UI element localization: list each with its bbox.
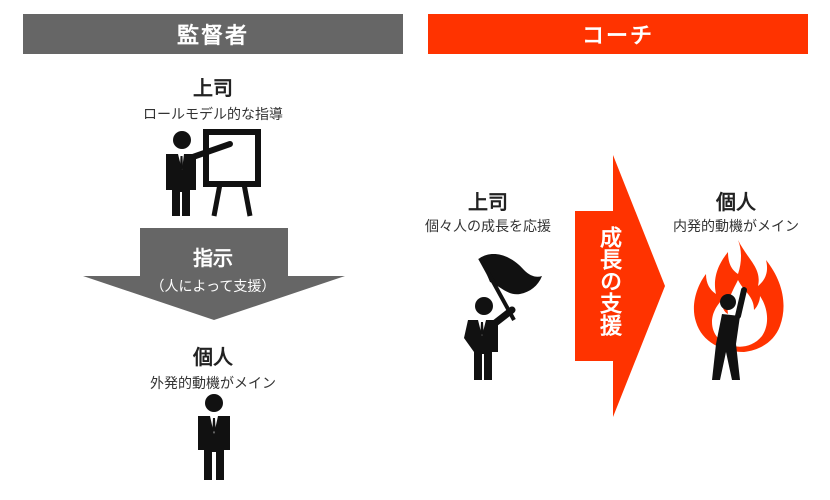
presenter-icon [166,129,261,217]
coach-boss-title: 上司 [468,190,508,214]
fired-up-person-icon [693,240,784,380]
supervisor-header-label: 監督者 [176,24,249,49]
supervisor-boss-title: 上司 [193,76,233,100]
instruction-arrow [83,228,345,320]
flag-bearer-icon [464,254,542,380]
supervisor-header: 監督者 [23,14,403,54]
supervisor-individual-subtitle: 外発的動機がメイン [150,376,276,392]
supervisor-boss-subtitle: ロールモデル的な指導 [143,107,283,123]
instruction-arrow-subtitle: （人によって支援） [150,279,276,295]
coach-header-label: コーチ [581,24,654,49]
growth-support-arrow [575,155,665,417]
growth-support-arrow-label: 成長の支援 [596,226,621,336]
coach-header: コーチ [428,14,808,54]
coach-boss-subtitle: 個々人の成長を応援 [425,219,551,235]
coach-individual-subtitle: 内発的動機がメイン [673,219,799,235]
person-icon [198,394,230,480]
instruction-arrow-label: 指示 [193,246,233,270]
coach-individual-title: 個人 [716,190,756,214]
supervisor-individual-title: 個人 [193,345,233,369]
